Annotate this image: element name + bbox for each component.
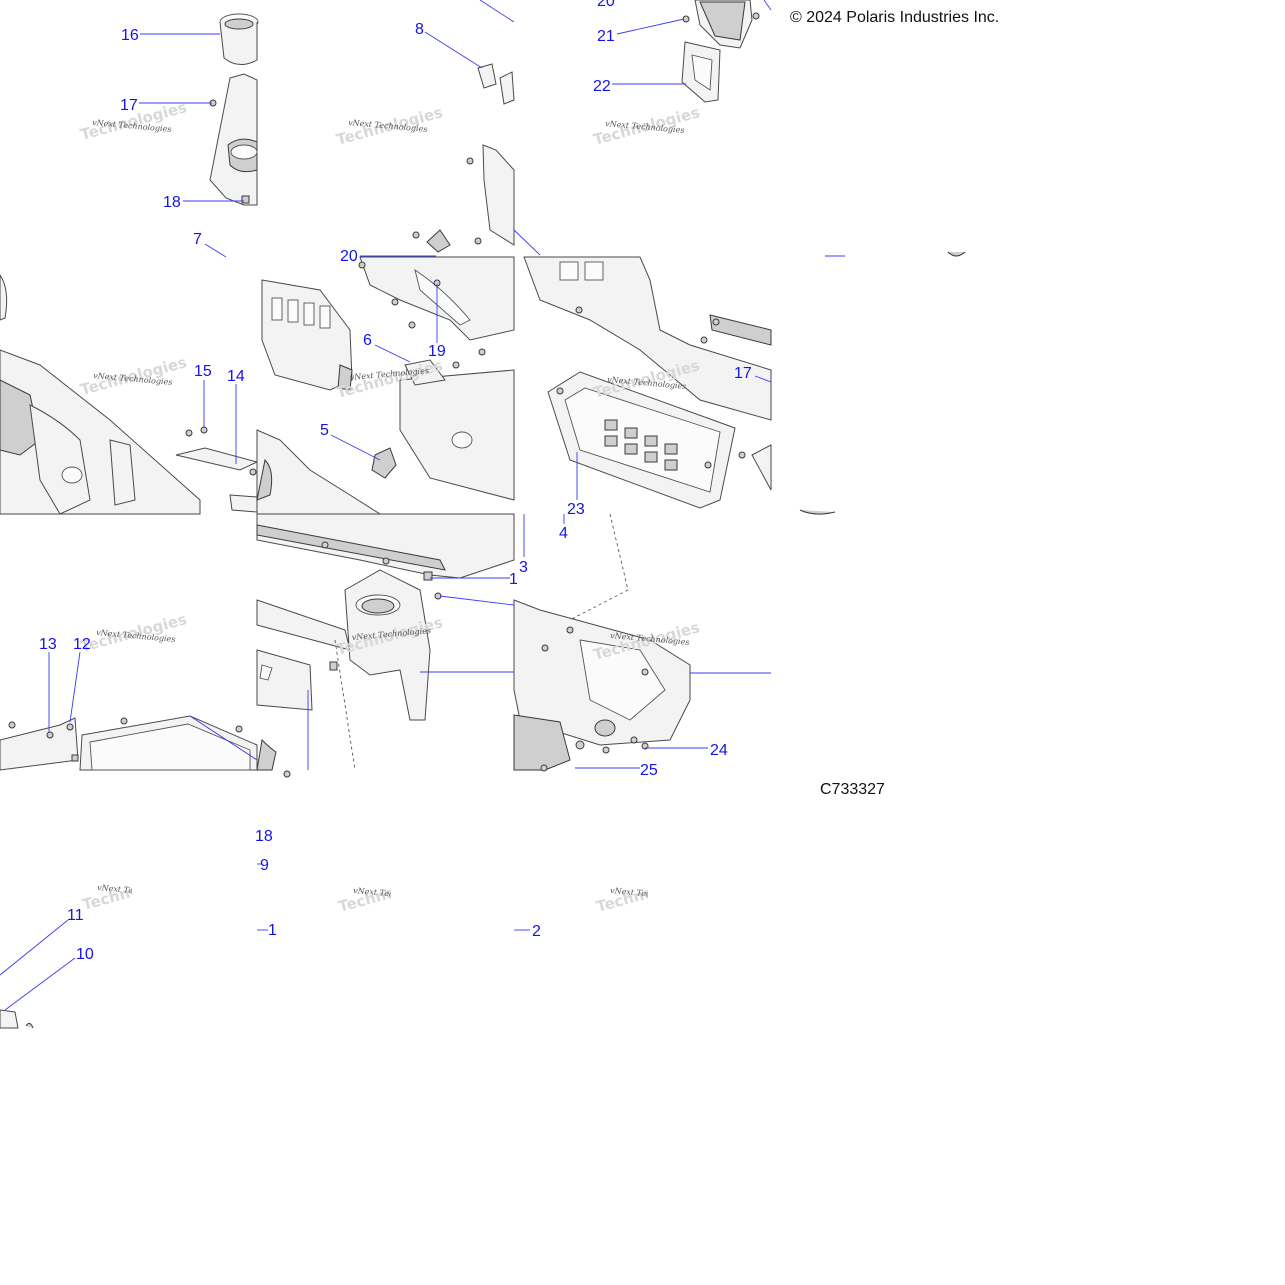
dash-rail-part bbox=[256, 513, 515, 579]
callout-15: 15 bbox=[194, 363, 212, 380]
callout-1: 1 bbox=[509, 571, 518, 588]
callout-18: 18 bbox=[163, 194, 181, 211]
callout-19: 19 bbox=[428, 343, 446, 360]
tile-mid-right bbox=[523, 256, 772, 509]
callout-21: 21 bbox=[597, 28, 615, 45]
callout-14: 14 bbox=[227, 368, 245, 385]
callout-8: 8 bbox=[415, 21, 424, 38]
copyright-notice: © 2024 Polaris Industries Inc. bbox=[790, 9, 1000, 26]
clip-part bbox=[477, 63, 497, 89]
callout-10: 10 bbox=[76, 946, 94, 963]
lower-grille-part bbox=[513, 714, 571, 771]
callout-2: 2 bbox=[532, 923, 541, 940]
tile-top-center bbox=[412, 0, 515, 253]
callout-3: 3 bbox=[519, 559, 528, 576]
callout-16: 16 bbox=[121, 27, 139, 44]
tile-lower-left bbox=[0, 715, 258, 771]
callout-19-b: 9 bbox=[260, 857, 269, 874]
callout-labels: 16 17 18 8 20 21 22 7 20 15 14 6 19 5 17… bbox=[39, 0, 752, 963]
callout-20-b: 20 bbox=[340, 248, 358, 265]
tile-top-left bbox=[209, 13, 259, 206]
callout-22: 22 bbox=[593, 78, 611, 95]
tile-top-right bbox=[513, 0, 772, 256]
callout-17-b: 17 bbox=[734, 365, 752, 382]
callout-7: 7 bbox=[193, 231, 202, 248]
leader-lines bbox=[0, 18, 771, 1011]
callout-18-b: 18 bbox=[255, 828, 273, 845]
drawing-number: C733327 bbox=[820, 781, 885, 798]
callout-17: 17 bbox=[120, 97, 138, 114]
callout-13: 13 bbox=[39, 636, 57, 653]
vent-housing-part bbox=[261, 279, 353, 391]
callout-23: 23 bbox=[567, 501, 585, 518]
plate-part bbox=[175, 447, 259, 471]
tile-mid-left bbox=[0, 274, 259, 515]
callout-24: 24 bbox=[710, 742, 728, 759]
tile-bottom-left bbox=[0, 1009, 34, 1029]
bracket-strip-part bbox=[0, 717, 79, 771]
latch-part bbox=[371, 447, 397, 479]
callout-25: 25 bbox=[640, 762, 658, 779]
watermarks-clipped: Technologies vNext Technologies Technolo… bbox=[80, 870, 648, 916]
tile-right-fragments bbox=[799, 251, 966, 515]
tile-lower-center bbox=[235, 513, 515, 778]
callout-12: 12 bbox=[73, 636, 91, 653]
callout-1-b: 1 bbox=[268, 922, 277, 939]
callout-20: 20 bbox=[597, 0, 615, 10]
bracket-part bbox=[209, 73, 258, 206]
callout-6: 6 bbox=[363, 332, 372, 349]
tile-lower-right bbox=[513, 513, 691, 772]
callout-5: 5 bbox=[320, 422, 329, 439]
callout-4: 4 bbox=[559, 525, 568, 542]
callout-11: 11 bbox=[67, 907, 84, 924]
